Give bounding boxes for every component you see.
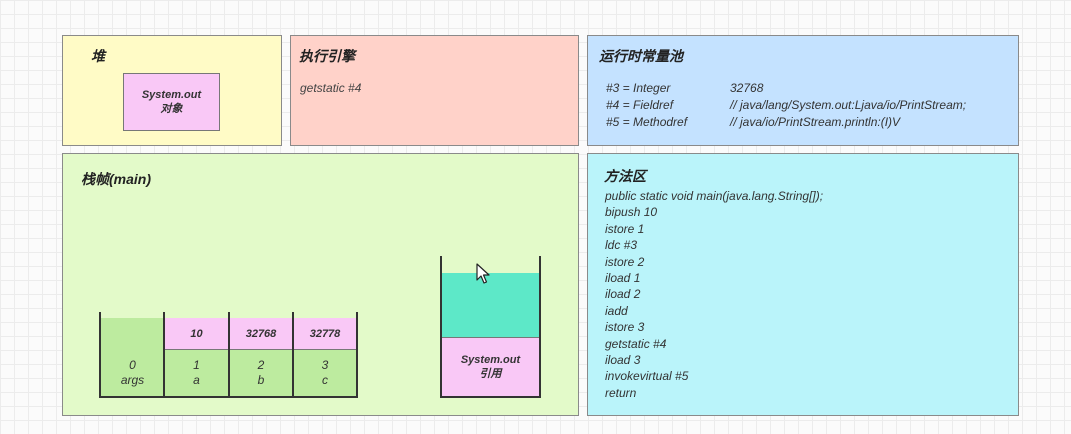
local-slot-index: 0 [129,358,136,372]
constant-pool-title: 运行时常量池 [599,48,683,64]
bytecode-line: iload 3 [605,353,641,368]
pool-entry-value: // java/io/PrintStream.println:(I)V [730,115,901,129]
local-table-wall [356,312,358,398]
bytecode-line: iload 1 [605,271,641,286]
bytecode-line: istore 2 [605,254,645,269]
current-instruction: getstatic #4 [300,81,362,95]
execution-engine-panel: 执行引擎 getstatic #4 [290,35,579,146]
local-slot-name: args [120,373,145,387]
operand-stack: System.out 引用 [440,256,541,398]
local-slot-value: 32768 [229,318,293,350]
heap-title: 堆 [91,48,105,64]
local-slot-info: 0 args [101,350,164,396]
pool-entry-key: #4 = Fieldref [606,98,674,112]
pool-entry-key: #5 = Methodref [606,115,688,129]
local-slot-index: 3 [321,358,329,372]
method-area-panel: 方法区 public static void main(java.lang.St… [587,153,1019,416]
bytecode-list: public static void main(java.lang.String… [605,188,823,401]
bytecode-line: istore 1 [605,221,645,236]
bytecode-line: getstatic #4 [605,336,667,351]
local-table-wall [99,312,101,398]
heap-panel: 堆 System.out 对象 [62,35,282,146]
local-slot-index: 1 [193,358,200,372]
method-area-title: 方法区 [604,168,646,184]
heap-system-out-object: System.out 对象 [123,73,220,131]
local-slot-info: 2 b [229,350,293,396]
local-slot-1: 10 1 a [164,312,229,396]
operand-stack-entry: System.out 引用 [442,337,539,396]
bytecode-line: public static void main(java.lang.String… [605,189,824,203]
bytecode-line: ldc #3 [605,238,638,253]
stack-frame-title: 栈帧(main) [81,171,151,187]
operand-stack-entry-name: System.out [460,354,521,366]
local-table-wall [292,312,294,398]
local-table-wall [228,312,230,398]
bytecode-line: istore 3 [605,320,645,335]
local-slot-0: 0 args [101,312,164,396]
local-slot-index: 2 [257,358,265,372]
pool-entry-key: #3 = Integer [606,81,671,95]
heap-object-name: System.out [141,89,202,101]
constant-pool-panel: 运行时常量池 #3 = Integer 32768 #4 = Fieldref … [587,35,1019,146]
local-slot-3: 32778 3 c [293,312,357,396]
local-slot-name: b [257,373,265,387]
heap-object-label: 对象 [160,103,183,115]
pool-entry-value: 32768 [730,81,764,95]
pool-entry-value: // java/lang/System.out:Ljava/io/PrintSt… [730,98,967,112]
local-slot-info: 1 a [164,350,229,396]
mouse-cursor-icon [476,263,490,284]
bytecode-line: bipush 10 [605,205,658,220]
bytecode-line: return [605,385,637,400]
engine-title: 执行引擎 [299,48,355,64]
local-slot-name: a [193,373,200,387]
local-slot-2: 32768 2 b [229,312,293,396]
local-table-floor [99,396,358,398]
operand-stack-entry-label: 引用 [479,368,502,380]
bytecode-line: iload 2 [605,287,641,302]
bytecode-line: iadd [605,303,628,318]
local-slot-info: 3 c [293,350,357,396]
local-slot-name: c [322,373,328,387]
local-slot-value: 10 [164,318,229,350]
bytecode-line: invokevirtual #5 [605,369,689,384]
local-slot-value [101,318,164,350]
operand-stack-empty-space [442,273,539,337]
local-table-wall [163,312,165,398]
local-slot-value: 32778 [293,318,357,350]
